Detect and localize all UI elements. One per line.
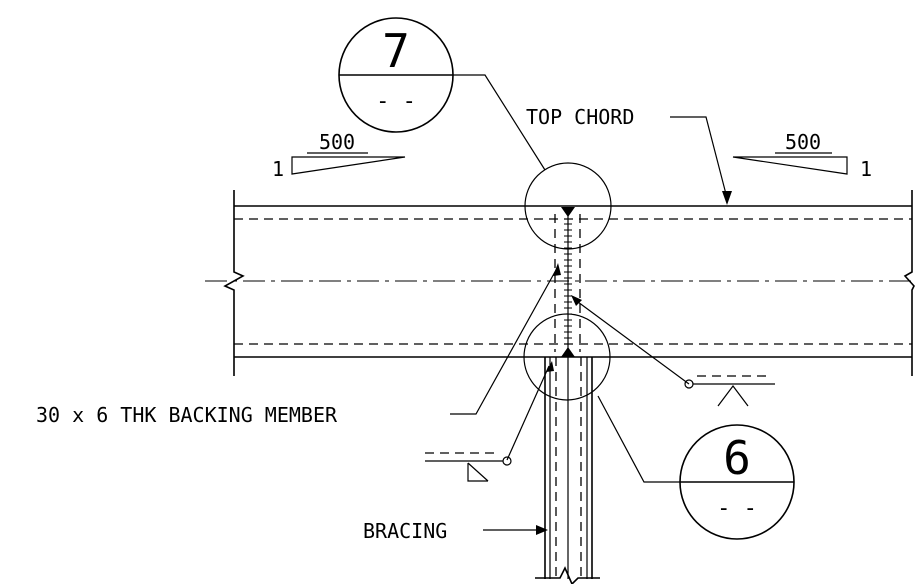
- weld-symbol-right: [571, 295, 775, 407]
- weld-arrow-bottom: [561, 347, 575, 357]
- detail-circle-top: [524, 162, 612, 250]
- detail-7-number: 7: [382, 24, 410, 78]
- bracing-label: BRACING: [363, 519, 447, 543]
- slope-indicator-right: 500 1: [732, 130, 872, 181]
- bracing-leader: [483, 525, 548, 535]
- bracing-member: [535, 357, 600, 584]
- backing-member: [554, 207, 581, 357]
- top-chord-label: TOP CHORD: [526, 105, 634, 129]
- detail-callout-7[interactable]: 7 - -: [338, 17, 546, 171]
- detail-6-sheet: - -: [717, 496, 757, 521]
- weld-arrow-top: [561, 207, 575, 217]
- detail-7-sheet: - -: [376, 89, 416, 114]
- top-chord-leader: [670, 116, 732, 205]
- top-chord-member: [205, 190, 915, 376]
- backing-member-leader: [450, 263, 561, 415]
- slope-left-run: 500: [319, 130, 355, 154]
- detail-6-number: 6: [723, 431, 751, 485]
- weld-symbol-left: [425, 361, 554, 482]
- detail-callout-6[interactable]: 6 - -: [597, 395, 795, 540]
- slope-right-rise: 1: [860, 157, 872, 181]
- slope-left-rise: 1: [272, 157, 284, 181]
- slope-right-run: 500: [785, 130, 821, 154]
- slope-indicator-left: 500 1: [272, 130, 406, 181]
- detail-circle-bottom: [523, 313, 611, 401]
- backing-member-label: 30 x 6 THK BACKING MEMBER: [36, 403, 338, 427]
